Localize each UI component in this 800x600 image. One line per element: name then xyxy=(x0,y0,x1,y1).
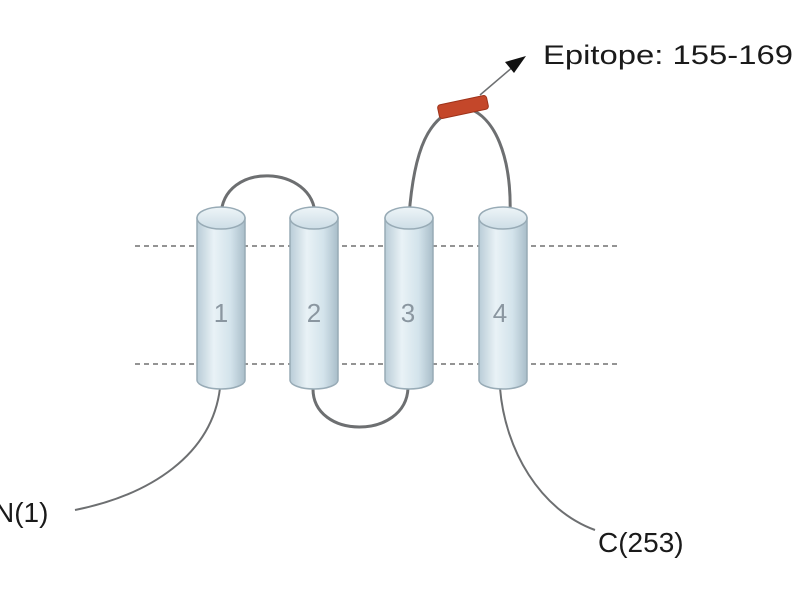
c-terminal-tail xyxy=(499,387,596,531)
helix-3: 3 xyxy=(384,206,434,390)
loop-3-4 xyxy=(407,105,512,217)
loop-2-3 xyxy=(311,387,410,429)
epitope-marker xyxy=(437,95,489,119)
helix-2: 2 xyxy=(289,206,339,390)
helix-2-number: 2 xyxy=(307,298,321,328)
helix-1: 1 xyxy=(196,206,246,390)
n-terminus-label: N(1) xyxy=(0,497,48,528)
helix-1-number: 1 xyxy=(214,298,228,328)
helix-4: 4 xyxy=(478,206,528,390)
epitope-label: Epitope: 155-169 xyxy=(543,40,793,70)
loop-1-2 xyxy=(219,174,317,217)
helix-3-number: 3 xyxy=(401,298,415,328)
c-terminus-label: C(253) xyxy=(598,527,684,558)
epitope-arrow-head xyxy=(505,56,526,73)
epitope-arrow-line xyxy=(479,65,515,96)
n-terminal-tail xyxy=(74,387,221,511)
helix-4-number: 4 xyxy=(493,298,507,328)
